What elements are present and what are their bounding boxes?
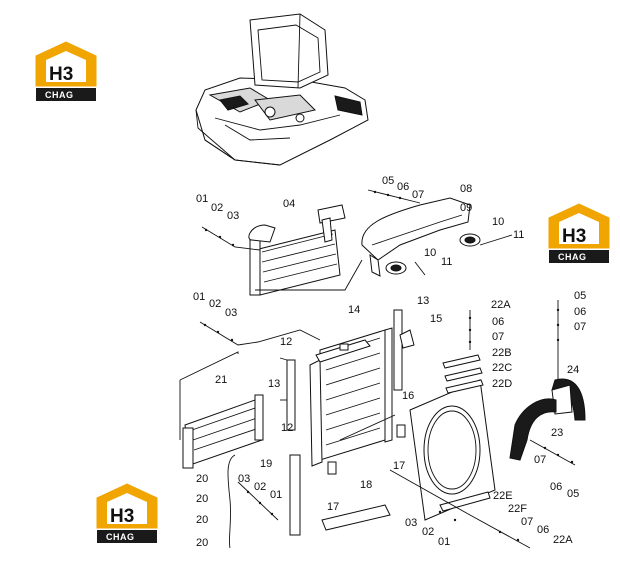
part-label: 18 (360, 479, 372, 491)
part-label: 05 (567, 488, 579, 500)
upper-hose-assembly-04 (248, 204, 346, 296)
part-label: 01 (438, 536, 450, 548)
part-label: 05 (574, 290, 586, 302)
part-label: 12 (280, 336, 292, 348)
part-label: 02 (209, 298, 221, 310)
shroud-sections-23-24 (509, 378, 586, 461)
part-label: 17 (393, 460, 405, 472)
logo-letters: H3 (110, 506, 134, 527)
part-label: 06 (492, 316, 504, 328)
fan-shroud-cover-08-09 (361, 197, 481, 277)
part-label: 16 (402, 390, 414, 402)
part-label: 20 (196, 493, 208, 505)
part-label: 22F (508, 503, 527, 515)
part-label: 15 (430, 313, 442, 325)
part-label: 19 (260, 458, 272, 470)
logo-letters: H3 (562, 226, 586, 247)
part-label: 06 (537, 524, 549, 536)
part-label: 07 (412, 189, 424, 201)
part-label: 24 (567, 364, 579, 376)
part-label: 10 (492, 216, 504, 228)
part-label: 10 (424, 247, 436, 259)
part-label: 14 (348, 304, 360, 316)
part-label: 06 (574, 306, 586, 318)
part-label: 13 (417, 295, 429, 307)
part-label: 01 (193, 291, 205, 303)
part-number-labels: 01 02 03 04 05 06 07 08 09 10 11 10 11 0… (193, 175, 586, 549)
fan-shroud-ring (409, 379, 496, 521)
part-label: 20 (196, 537, 208, 549)
base-bar-18 (321, 504, 391, 531)
logo-caption: CHAG (106, 532, 135, 542)
part-label: 22E (493, 490, 513, 502)
part-label: 07 (574, 321, 586, 333)
part-label: 13 (268, 378, 280, 390)
part-label: 02 (422, 526, 434, 538)
part-label: 03 (405, 517, 417, 529)
seal-strips-12-13-19 (286, 309, 415, 536)
part-label: 23 (551, 427, 563, 439)
intercooler-21 (182, 394, 264, 469)
part-label: 22B (492, 347, 512, 359)
part-label: 03 (238, 473, 250, 485)
part-label: 20 (196, 473, 208, 485)
part-label: 02 (211, 202, 223, 214)
part-label: 02 (254, 481, 266, 493)
part-label: 01 (270, 489, 282, 501)
part-label: 09 (460, 202, 472, 214)
part-label: 22A (553, 534, 573, 546)
part-label: 06 (397, 181, 409, 193)
part-label: 21 (215, 374, 227, 386)
seal-strips-22 (442, 354, 484, 394)
part-label: 07 (534, 454, 546, 466)
logo-letters: H3 (49, 64, 73, 85)
part-label: 12 (281, 422, 293, 434)
part-label: 04 (283, 198, 295, 210)
brand-logo-right: H3 CHAG (548, 203, 610, 263)
radiator-core-14 (309, 327, 393, 467)
part-label: 17 (327, 501, 339, 513)
callout-lines (179, 189, 576, 549)
brand-logo-top-left: H3 CHAG (35, 41, 97, 101)
logo-caption: CHAG (558, 252, 587, 262)
part-label: 05 (382, 175, 394, 187)
part-label: 07 (521, 516, 533, 528)
excavator-overview-illustration (195, 13, 369, 166)
part-label: 01 (196, 193, 208, 205)
part-label: 22D (492, 378, 512, 390)
brand-logo-bottom-left: H3 CHAG (96, 483, 158, 543)
hose-20 (227, 454, 236, 549)
part-label: 08 (460, 183, 472, 195)
part-label: 06 (550, 481, 562, 493)
logo-caption: CHAG (45, 90, 74, 100)
part-label: 03 (225, 307, 237, 319)
part-label: 11 (513, 229, 524, 241)
part-label: 22A (491, 299, 511, 311)
part-label: 11 (441, 256, 452, 268)
part-label: 07 (492, 331, 504, 343)
part-label: 03 (227, 210, 239, 222)
part-label: 20 (196, 514, 208, 526)
part-label: 22C (492, 362, 512, 374)
